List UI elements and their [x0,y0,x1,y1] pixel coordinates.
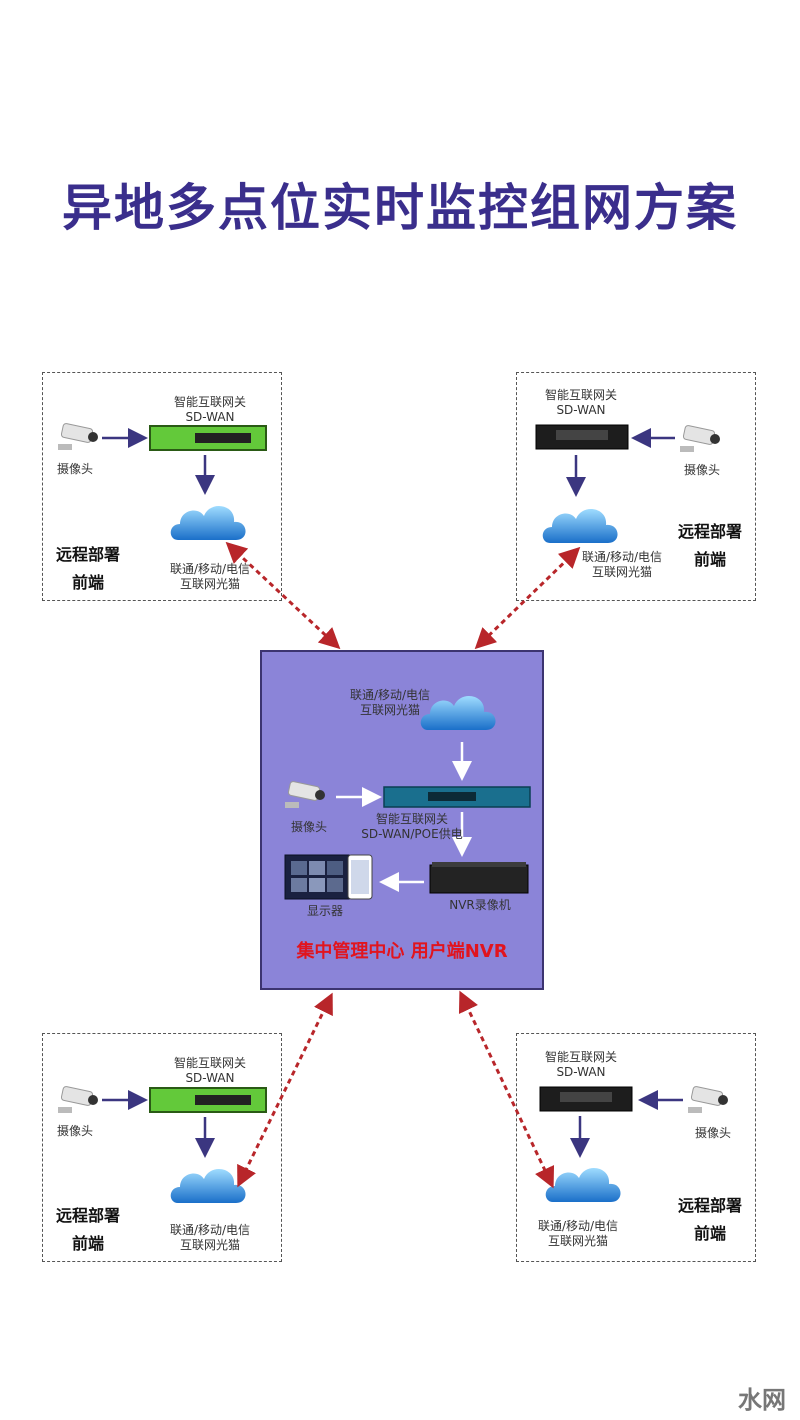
remote-front-end-label: 远程部署前端 [55,1206,120,1253]
vpn-link-top-right [474,546,581,650]
vpn-link-bottom-right [458,990,555,1189]
center-banner: 集中管理中心 用户端NVR [296,941,508,962]
camera-label: 摄像头 [56,462,93,476]
cloud-icon [170,505,246,540]
watermark: 水网 [738,1385,786,1414]
modem-label: 联通/移动/电信互联网光猫 [537,1219,619,1248]
display-label: 显示器 [306,904,343,918]
teal-gateway-icon [383,786,531,808]
black-gateway-icon [539,1086,633,1112]
vpn-link-top-left [225,541,341,650]
remote-front-end-label: 远程部署前端 [55,545,120,592]
modem-label: 联通/移动/电信互联网光猫 [581,550,663,579]
cloud-icon [545,1167,621,1202]
remote-site-top-left [42,372,282,601]
page-title: 异地多点位实时监控组网方案 [62,179,738,237]
camera-icon [57,422,99,451]
camera-label: 摄像头 [56,1124,93,1138]
center-camera-label: 摄像头 [290,820,327,834]
camera-icon [57,1085,99,1114]
center-modem-label: 联通/移动/电信互联网光猫 [349,688,431,717]
remote-front-end-label: 远程部署前端 [677,1196,742,1243]
camera-icon [687,1085,729,1114]
cloud-icon [170,1168,246,1203]
green-gateway-icon [149,425,267,451]
remote-site-top-right [516,372,756,601]
black-gateway-icon [535,424,629,450]
remote-front-end-label: 远程部署前端 [677,522,742,569]
central-management-center [260,650,544,990]
camera-icon [679,424,721,453]
nvr-recorder-icon [429,862,529,894]
cloud-icon [542,508,618,543]
camera-icon [284,780,326,809]
modem-label: 联通/移动/电信互联网光猫 [169,1223,251,1252]
vpn-link-bottom-left [237,992,333,1188]
display-icon [284,854,373,900]
camera-label: 摄像头 [683,463,720,477]
camera-label: 摄像头 [694,1126,731,1140]
green-gateway-icon [149,1087,267,1113]
nvr-label: NVR录像机 [449,898,511,912]
modem-label: 联通/移动/电信互联网光猫 [169,562,251,591]
